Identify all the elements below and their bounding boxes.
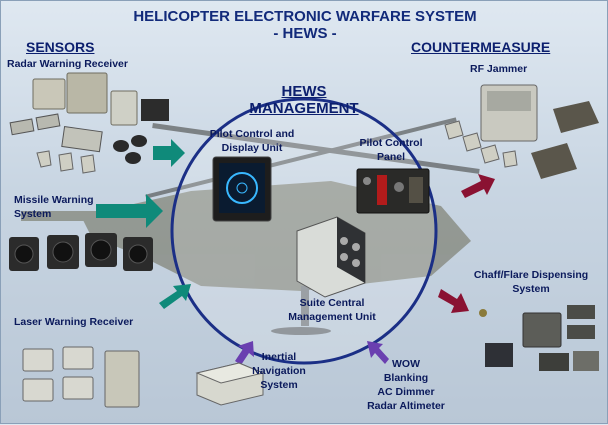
laser-to-hews-arrow [159,284,191,309]
hews-heading-text: HEWS [281,83,327,100]
wow-label-1: WOW [392,358,420,370]
pcdu-label-1: Pilot Control and [209,128,295,140]
missile-warning-equipment [9,233,153,271]
pilot-control-panel [356,168,430,214]
scmu-label-2: Management Unit [288,311,376,323]
diagram-title-line2: - HEWS - [273,25,337,42]
wow-label-3: AC Dimmer [377,386,435,398]
chaff-flare-label-1: Chaff/Flare Dispensing [473,269,589,281]
chaff-flare-equipment [479,305,599,371]
ins-label-3: System [260,379,298,391]
radar-warning-equipment [9,72,169,174]
pilot-control-display-unit [212,156,272,222]
radar-to-hews-arrow [153,139,185,167]
laser-warning-label: Laser Warning Receiver [14,316,134,328]
wow-label-4: Radar Altimeter [367,400,445,412]
countermeasure-heading: COUNTERMEASURE [411,39,551,55]
suite-central-management-unit [296,216,366,298]
management-heading-text: MANAGEMENT [249,100,359,117]
rf-jammer-equipment [444,84,599,179]
hews-heading: HEWS [244,83,364,100]
hews-to-jammer-arrow [461,174,495,198]
management-heading: MANAGEMENT [244,100,364,117]
rf-jammer-label: RF Jammer [470,63,528,75]
missile-warning-label-1: Missile Warning [14,194,94,206]
ins-label-1: Inertial [261,351,297,363]
scmu-label-1: Suite Central [299,297,365,309]
ins-label-2: Navigation [252,365,306,377]
ins-to-hews-arrow [235,341,254,365]
missile-warning-label-2: System [14,208,52,220]
sensors-heading: SENSORS [26,39,95,55]
pcp-label-1: Pilot Control [359,137,423,149]
missile-to-hews-arrow [96,194,163,228]
diagram-title-line1: HELICOPTER ELECTRONIC WARFARE SYSTEM [133,8,477,25]
wow-label-2: Blanking [383,372,429,384]
inertial-navigation-equipment [195,362,265,406]
pcdu-label-2: Display Unit [221,142,283,154]
hews-to-chaff-arrow [438,289,469,313]
radar-warning-label: Radar Warning Receiver [7,58,128,70]
laser-warning-equipment [22,346,140,408]
wow-to-hews-arrow [367,341,389,364]
pcp-label-2: Panel [376,151,405,163]
chaff-flare-label-2: System [512,283,550,295]
